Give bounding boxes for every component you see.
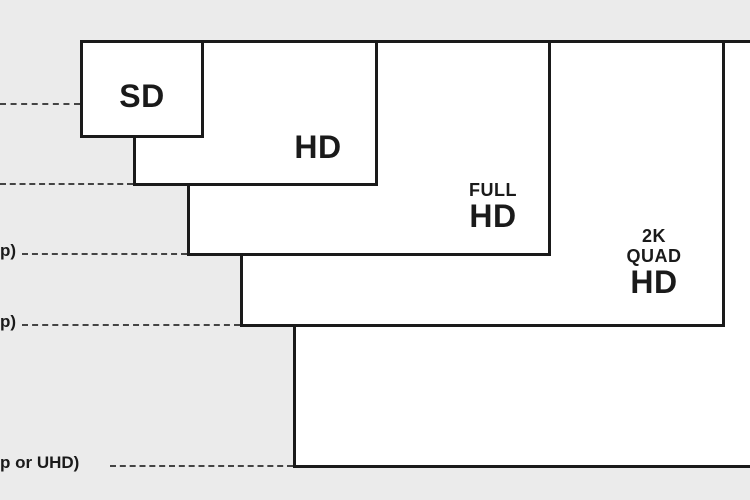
sd-leader-line: [0, 103, 80, 105]
quad-hd-label: 2K QUAD HD: [614, 226, 694, 298]
quad-hd-leader-line: [22, 324, 240, 326]
quad-hd-side-label: p): [0, 312, 17, 331]
quad-hd-label-line-3: HD: [630, 264, 678, 300]
sd-box: SD: [80, 40, 204, 138]
sd-label: SD: [83, 80, 201, 112]
uhd-leader-line: [110, 465, 293, 467]
hd-leader-line: [0, 183, 133, 185]
quad-hd-label-line-1: 2K: [641, 226, 666, 246]
full-hd-side-label: p): [0, 241, 17, 260]
uhd-side-label: p or UHD): [0, 453, 80, 472]
full-hd-label: FULL HD: [460, 180, 526, 232]
hd-label: HD: [283, 131, 353, 163]
full-hd-label-line-2: HD: [469, 198, 517, 234]
hd-label-line-1: HD: [294, 129, 342, 165]
full-hd-label-line-1: FULL: [469, 180, 517, 200]
sd-label-line-1: SD: [119, 78, 165, 114]
quad-hd-label-line-2: QUAD: [626, 246, 682, 266]
full-hd-leader-line: [22, 253, 187, 255]
